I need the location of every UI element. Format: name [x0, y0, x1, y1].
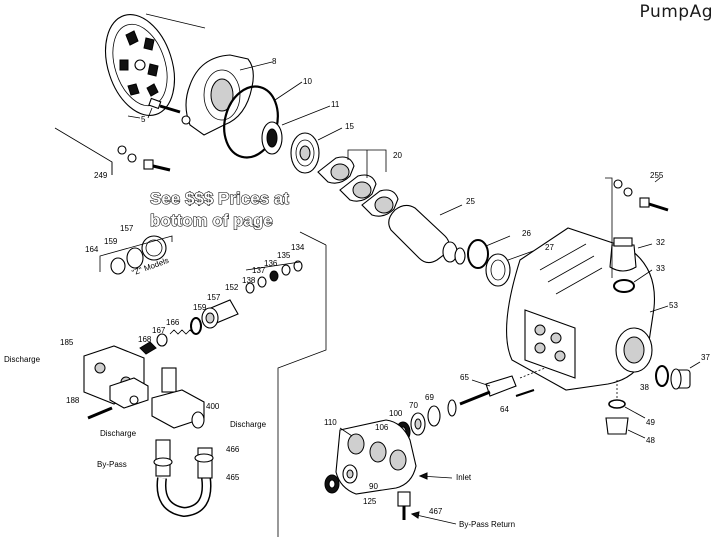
label-8: 8 [272, 57, 277, 66]
label-159-top: 159 [104, 237, 118, 246]
pin-64 [515, 389, 535, 397]
screw-188 [87, 395, 139, 420]
label-26: 26 [522, 229, 531, 238]
label-15: 15 [345, 122, 354, 131]
label-53: 53 [669, 301, 678, 310]
retaining-ring-26 [467, 235, 511, 269]
label-20: 20 [393, 151, 402, 160]
label-136: 136 [264, 259, 278, 268]
discharge-tee-400 [151, 367, 205, 429]
divider-line [277, 245, 327, 537]
label-157-mid: 157 [207, 293, 221, 302]
valve-90 [342, 464, 358, 484]
seal-69 [447, 399, 457, 417]
valve-stack [190, 260, 303, 335]
label-65: 65 [460, 373, 469, 382]
price-notice-line1: See $$$ Prices at [149, 188, 289, 208]
brand-watermark: PumpAg [639, 2, 713, 22]
screw-5 [147, 97, 181, 119]
label-167: 167 [152, 326, 166, 335]
label-249: 249 [94, 171, 108, 180]
label-32: 32 [656, 238, 665, 247]
o-ring-38 [655, 365, 669, 387]
label-5: 5 [141, 115, 146, 124]
label-137: 137 [252, 266, 266, 275]
label-27: 27 [545, 243, 554, 252]
drain-plug-37 [670, 361, 701, 390]
label-inlet: Inlet [456, 473, 472, 482]
unloader-185 [83, 345, 149, 409]
screw-washer-255 [605, 177, 669, 278]
seal-70 [427, 405, 441, 427]
oil-seal-11 [261, 105, 331, 155]
label-159-mid: 159 [193, 303, 207, 312]
price-notice: See $$$ Prices at bottom of page [149, 188, 289, 232]
crankshaft-25 [388, 204, 466, 265]
label-185: 185 [60, 338, 74, 347]
label-38: 38 [640, 383, 649, 392]
o-ring-125 [324, 474, 340, 494]
label-64: 64 [500, 405, 509, 414]
label-10: 10 [303, 77, 312, 86]
screw-washer-249 [54, 127, 171, 175]
bearing-housing-8 [181, 54, 273, 136]
bearing-15 [290, 127, 343, 174]
label-70: 70 [409, 401, 418, 410]
label-discharge-left: Discharge [4, 355, 41, 364]
label-467: 467 [429, 507, 443, 516]
label-466: 466 [226, 445, 240, 454]
label-255: 255 [650, 171, 664, 180]
label-138: 138 [242, 276, 256, 285]
label-157-top: 157 [120, 224, 134, 233]
clamps-466 [153, 453, 214, 467]
label-bypass-return: By-Pass Return [459, 520, 516, 529]
label-152: 152 [225, 283, 239, 292]
crankcase-cover-plate [105, 13, 206, 119]
bearing-27 [485, 249, 537, 287]
label-188: 188 [66, 396, 80, 405]
label-164: 164 [85, 245, 99, 254]
connecting-rods-20 [317, 149, 399, 217]
label-33: 33 [656, 264, 665, 273]
label-37: 37 [701, 353, 710, 362]
label-400: 400 [206, 402, 220, 411]
flow-arrows [410, 472, 457, 525]
label-106: 106 [375, 423, 389, 432]
label-bypass: By-Pass [97, 460, 127, 469]
label-168: 168 [138, 335, 152, 344]
valve-168 [139, 341, 157, 355]
spring-166 [169, 329, 195, 335]
label-100: 100 [389, 409, 403, 418]
seal-retainer-100 [410, 412, 426, 436]
label-134: 134 [291, 243, 305, 252]
label-90: 90 [369, 482, 378, 491]
o-ring-49 [608, 399, 646, 419]
plunger-65 [459, 367, 546, 406]
divider-line-top [299, 231, 327, 246]
valve-assembly-z [99, 235, 173, 275]
label-135: 135 [277, 251, 291, 260]
label-125: 125 [363, 497, 377, 506]
label-48: 48 [646, 436, 655, 445]
fitting-467 [397, 491, 411, 520]
label-69: 69 [425, 393, 434, 402]
price-notice-line2: bottom of page [149, 210, 273, 230]
seat-167 [156, 333, 168, 347]
label-11: 11 [331, 100, 340, 109]
label-discharge-bottom: Discharge [100, 429, 137, 438]
o-ring-33 [613, 269, 653, 293]
label-166: 166 [166, 318, 180, 327]
filler-cap-32 [609, 237, 653, 272]
crankcase-53 [506, 227, 669, 391]
label-110: 110 [324, 418, 337, 427]
label-49: 49 [646, 418, 655, 427]
drain-plug-48 [605, 380, 646, 439]
hose-465 [155, 439, 213, 518]
label-25: 25 [466, 197, 475, 206]
label-465: 465 [226, 473, 240, 482]
label-discharge-right: Discharge [230, 420, 267, 429]
